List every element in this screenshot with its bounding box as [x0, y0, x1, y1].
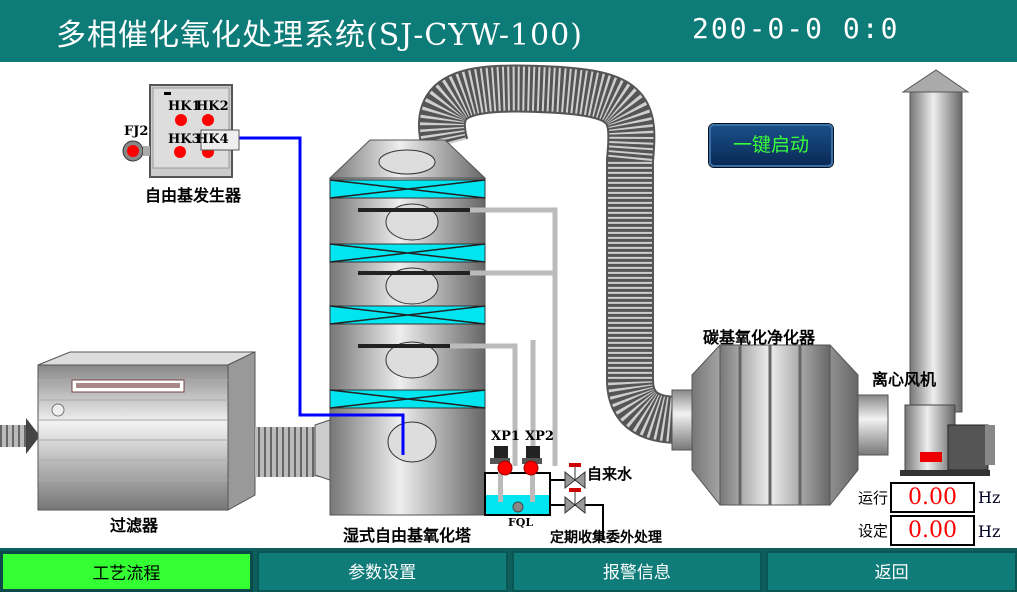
flex-duct	[417, 64, 681, 444]
pump-xp1-label: XP1	[491, 429, 520, 444]
filter-unit	[37, 351, 256, 511]
tower-label: 湿式自由基氧化塔	[343, 526, 472, 545]
set-label: 设定	[858, 522, 889, 540]
valve-drain[interactable]	[564, 488, 586, 515]
centrifugal-fan	[900, 404, 995, 476]
pump-xp1	[490, 446, 513, 476]
valve-tap-water[interactable]	[564, 463, 586, 490]
filter-label: 过滤器	[110, 516, 159, 535]
recirculation-pipes	[450, 207, 558, 466]
tap-water-label: 自来水	[587, 465, 633, 483]
hk1-label: HK1	[168, 99, 201, 114]
radical-feed-line	[236, 136, 405, 455]
run-label: 运行	[858, 489, 889, 507]
run-unit: Hz	[978, 488, 1001, 507]
nav-process-flow[interactable]: 工艺流程	[0, 551, 253, 592]
hk3-label: HK3	[168, 132, 201, 147]
fan-label: 离心风机	[872, 370, 937, 389]
connector-hose	[255, 427, 320, 477]
air-intake-arrow	[0, 418, 40, 454]
run-frequency-display: 0.00	[890, 482, 975, 513]
process-diagram: 自由基发生器 FJ2 HK1 HK2 HK3 HK4 过滤器 湿式自由基氧化塔 …	[0, 62, 1017, 548]
chimney	[901, 69, 970, 413]
carbon-purifier	[671, 344, 889, 506]
carbon-purifier-label: 碳基氧化净化器	[703, 328, 816, 347]
nav-alarm-info[interactable]: 报警信息	[511, 551, 763, 592]
bottom-nav: 工艺流程 参数设置 报警信息 返回	[0, 548, 1017, 592]
water-tank	[484, 472, 551, 516]
set-unit: Hz	[978, 522, 1001, 541]
nav-parameter-settings[interactable]: 参数设置	[256, 551, 508, 592]
pump-xp2-label: XP2	[525, 429, 554, 444]
nav-back[interactable]: 返回	[766, 551, 1017, 592]
hk4-label: HK4	[196, 132, 229, 147]
oxidation-tower	[314, 139, 487, 516]
page-title: 多相催化氧化处理系统(SJ-CYW-100)	[56, 18, 583, 53]
radical-generator	[122, 84, 240, 178]
hk2-label: HK2	[196, 99, 229, 114]
disposal-label: 定期收集委外处理	[550, 530, 662, 546]
datetime: 200-0-0 0:0	[692, 12, 900, 45]
radical-generator-label: 自由基发生器	[145, 186, 242, 205]
one-key-start-button[interactable]: 一键启动	[709, 124, 833, 167]
set-frequency-input[interactable]: 0.00	[890, 515, 975, 546]
fan-fj2-label: FJ2	[124, 124, 149, 139]
pump-xp2	[522, 446, 542, 476]
tank-fql-label: FQL	[508, 516, 534, 529]
process-graphics	[0, 64, 995, 540]
header-bar: 多相催化氧化处理系统(SJ-CYW-100) 200-0-0 0:0	[0, 0, 1017, 62]
